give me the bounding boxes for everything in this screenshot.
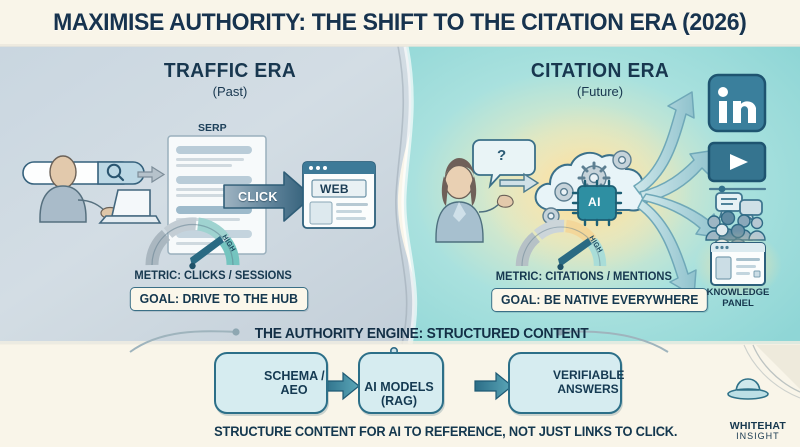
citation-goal-badge: GOAL: BE NATIVE EVERYWHERE [491, 288, 709, 312]
engine-step-1-line1: SCHEMA / [264, 369, 325, 383]
click-arrow [223, 171, 313, 222]
citation-era-title: CITATION ERA [530, 60, 670, 82]
knowledge-panel-label-line1: KNOWLEDGE [706, 287, 770, 298]
serp-label: SERP [198, 122, 227, 134]
engine-step-card-1[interactable] [214, 352, 328, 414]
citation-metric-label: METRIC: CITATIONS / MENTIONS [495, 271, 672, 283]
arrow-search-to-serp [137, 165, 166, 184]
engine-title: THE AUTHORITY ENGINE: STRUCTURED CONTENT [254, 326, 589, 342]
engine-step-card-3[interactable] [508, 352, 622, 414]
engine-step-card-2[interactable] [358, 352, 444, 414]
brand-logo-line2: INSIGHT [736, 431, 780, 441]
knowledge-panel-label-line2: PANEL [722, 297, 754, 309]
citation-era-heading: CITATION ERA (Future) [475, 60, 725, 99]
engine-step-1-line2: AEO [280, 383, 308, 397]
traffic-era-subtitle: (Past) [212, 84, 248, 99]
engine-bracket [129, 328, 669, 353]
engine-caption: STRUCTURE CONTENT FOR AI TO REFERENCE, N… [214, 424, 678, 439]
magnifier-icon [106, 163, 125, 182]
engine-arrows [321, 371, 513, 401]
traffic-era-title: TRAFFIC ERA [163, 60, 297, 82]
brand-logo: WHITEHAT INSIGHT [730, 420, 786, 441]
citation-gauge-icon [515, 219, 607, 271]
page-title: MAXIMISE AUTHORITY: THE SHIFT TO THE CIT… [53, 9, 747, 36]
page-corner-fold [743, 344, 800, 399]
citation-era-subtitle: (Future) [576, 84, 624, 99]
knowledge-panel-icon [710, 242, 766, 286]
linkedin-icon [707, 73, 767, 133]
arrow-question-to-ai [499, 172, 540, 194]
ai-chip-label: AI [588, 195, 601, 209]
searcher-illustration [22, 155, 166, 224]
traffic-gauge-icon [145, 217, 240, 270]
click-arrow-label: CLICK [238, 190, 278, 204]
engine-step-3-label: VERIFIABLE ANSWERS [553, 368, 625, 396]
ai-cloud-gears-icon [534, 150, 649, 227]
brand-logo-line1: WHITEHAT [729, 420, 786, 432]
fedora-hat-icon [727, 378, 769, 400]
engine-step-1-label: SCHEMA / AEO [264, 369, 325, 397]
video-player-icon [707, 141, 767, 193]
knowledge-panel-label: KNOWLEDGE PANEL [702, 287, 774, 309]
engine-step-2-line1: AI MODELS [364, 380, 434, 394]
engine-step-2-line2: (RAG) [380, 394, 418, 408]
traffic-metric-label: METRIC: CLICKS / SESSIONS [134, 270, 292, 282]
web-label: WEB [320, 182, 349, 196]
page-title-bar: MAXIMISE AUTHORITY: THE SHIFT TO THE CIT… [0, 0, 800, 46]
engine-step-3-line1: VERIFIABLE [553, 368, 625, 382]
traffic-era-heading: TRAFFIC ERA (Past) [110, 60, 350, 99]
asker-illustration [435, 139, 540, 243]
traffic-goal-badge: GOAL: DRIVE TO THE HUB [129, 287, 308, 311]
web-destination-card [302, 161, 376, 229]
engine-step-3-line2: ANSWERS [557, 382, 619, 396]
question-mark-label: ? [497, 147, 507, 164]
engine-step-2-label: AI MODELS (RAG) [358, 380, 440, 408]
distribution-arrows [633, 91, 723, 297]
